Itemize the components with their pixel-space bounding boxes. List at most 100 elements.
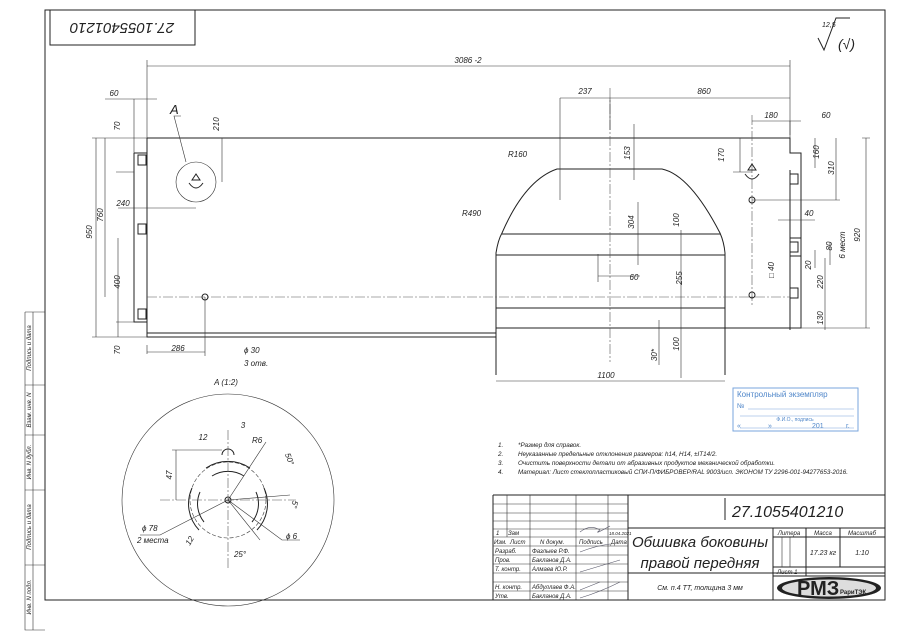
- mounting-slot: [789, 287, 799, 299]
- stamp-g: г.: [846, 423, 850, 430]
- dim-label: 160: [812, 145, 821, 159]
- dim-label: 130: [816, 311, 825, 325]
- mounting-slot: [789, 173, 799, 185]
- arc-slot: [188, 487, 205, 531]
- view-a-marker: [173, 115, 217, 203]
- dim-label: 920: [853, 228, 862, 242]
- dim-label: 70: [113, 345, 122, 354]
- dim-label: 30*: [650, 348, 659, 361]
- dim-label: 60: [822, 111, 831, 120]
- dim-label: 100: [672, 337, 681, 351]
- roughness-check-symbol: (√): [838, 36, 855, 52]
- title-block: 27.1055401210 1 Зам 18.04.2021 Изм. Лист…: [492, 494, 885, 600]
- dim-label: 12: [184, 534, 197, 547]
- note-number: 2.: [497, 451, 503, 458]
- dim-label: 220: [816, 275, 825, 290]
- mounting-slot: [137, 154, 147, 166]
- roughness-value: 12,5: [822, 22, 836, 29]
- dim-label: 70: [113, 121, 122, 130]
- note-number: 4.: [498, 469, 503, 476]
- note-number: 3.: [498, 460, 503, 467]
- dim-label: 60: [630, 273, 639, 282]
- role-name: Абдуллаев Ф.А.: [531, 585, 576, 591]
- dim-label: 1100: [597, 371, 615, 380]
- litera-label: Литера: [777, 531, 801, 537]
- dim-label: 50°: [283, 452, 296, 467]
- detail-view-a: A (1:2) 12 3 R6 50° 47 5° ϕ 78 2 места 1…: [121, 378, 335, 607]
- hood-shape: [495, 168, 790, 375]
- mass-label: Масса: [814, 531, 832, 537]
- dim-label: 180: [764, 111, 778, 120]
- change-label: Зам: [508, 531, 519, 537]
- header-doc: N докум.: [540, 540, 564, 546]
- dim-label: 153: [623, 146, 632, 160]
- part-name-line2: правой передняя: [641, 555, 760, 572]
- sheet-number: Лист 1: [776, 570, 797, 576]
- arc-slot: [251, 487, 268, 531]
- side-strip-label: Взам. инв. N: [27, 392, 33, 428]
- dim-label: 5°: [289, 500, 299, 510]
- dim-label: 3 отв.: [244, 359, 268, 368]
- note-number: 1.: [498, 442, 503, 449]
- material-note: См. п.4 ТТ, толщина 3 мм: [657, 585, 743, 592]
- dim-label: 3086 -2: [454, 56, 482, 65]
- main-view-dimensions: 3086 -2 60 70 210 A 950 760 240 400 70 2…: [85, 56, 862, 380]
- role-name: Алмаев Ю.Р.: [531, 567, 568, 573]
- dim-label: 6 мест: [838, 231, 847, 259]
- mounting-slot: [137, 223, 147, 235]
- mounting-slot: [137, 308, 147, 320]
- note-text: Материал: Лист стеклопластиковый СПИ-П/Ф…: [518, 468, 848, 476]
- stamp-date-quote: »: [768, 423, 772, 430]
- logo-text: РМЗ: [797, 578, 839, 600]
- side-strip-label: Подпись и дата: [27, 504, 33, 550]
- dim-label: 170: [717, 148, 726, 162]
- dim-label: 760: [96, 208, 105, 222]
- drawing-number-mirrored: 27.1055401210: [69, 19, 175, 36]
- role-label: Утв.: [494, 594, 509, 600]
- dim-label: 3: [241, 421, 246, 430]
- side-strip-label: Инв. N подл.: [27, 579, 33, 614]
- dim-label: 100: [672, 213, 681, 227]
- stamp-year: 201: [812, 423, 824, 430]
- mounting-slot: [789, 241, 799, 253]
- hole: [748, 291, 756, 299]
- dim-label: 304: [627, 215, 636, 229]
- role-name: Бакланов Д.А.: [532, 594, 572, 600]
- role-label: Пров.: [495, 558, 511, 564]
- dim-label: 240: [115, 199, 130, 208]
- side-strip-label: Подпись и дата: [27, 325, 33, 371]
- panel-outline: [133, 137, 802, 338]
- dim-label: 310: [827, 161, 836, 175]
- dim-label: 40: [805, 209, 814, 218]
- dim-label: 286: [170, 344, 185, 353]
- dim-label: 20: [804, 260, 813, 270]
- stamp-fio: Ф.И.О., подпись: [776, 417, 814, 423]
- dim-label: ϕ 30: [244, 346, 260, 355]
- header-sign: Подпись: [579, 540, 603, 546]
- detail-title: A (1:2): [213, 378, 238, 387]
- header-list: Лист: [509, 540, 525, 546]
- scale-value: 1:10: [855, 550, 869, 557]
- dim-label: 80: [825, 241, 834, 250]
- control-copy-stamp: Контрольный экземпляр № Ф.И.О., подпись …: [732, 387, 859, 432]
- dim-label: ϕ 6: [286, 532, 298, 541]
- dim-label: 860: [697, 87, 711, 96]
- role-name: Бакланов Д.А.: [532, 558, 572, 564]
- role-name: Фазлыев Р.Ф.: [532, 549, 570, 555]
- dim-label: ϕ 78: [142, 524, 158, 533]
- centerlines: [147, 88, 790, 362]
- dimension-lines: [92, 60, 870, 382]
- dim-label: R160: [508, 150, 528, 159]
- note-text: Очистить поверхности детали от абразивны…: [518, 459, 775, 467]
- dim-label: 47: [165, 470, 174, 479]
- sheet-frame: [44, 9, 886, 601]
- view-a-label: A: [169, 102, 179, 117]
- part-name-line1: Обшивка боковины: [632, 534, 768, 551]
- dim-label: R6: [252, 436, 263, 445]
- header-date: Дата: [610, 540, 627, 546]
- role-label: Разраб.: [495, 549, 517, 555]
- stamp-date-quote: «: [737, 423, 741, 430]
- mass-value: 17.23 кг: [810, 550, 837, 557]
- dim-label: 255: [675, 271, 684, 286]
- change-number: 1: [496, 531, 499, 537]
